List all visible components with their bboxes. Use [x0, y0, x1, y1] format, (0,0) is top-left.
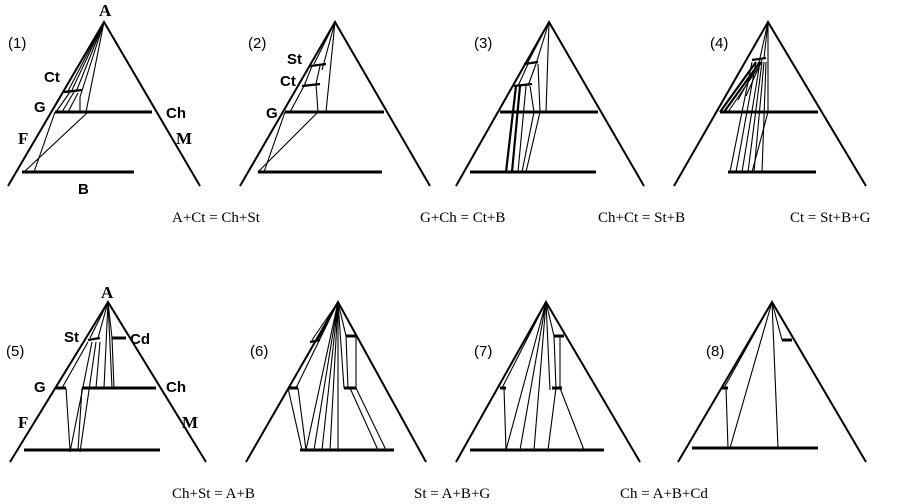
panel-4-tie-lines: [719, 21, 769, 173]
panel-5-label-ch: Ch: [166, 379, 186, 396]
panel-8-triangle: [677, 300, 867, 463]
panel-5-label-apex: A: [101, 283, 114, 302]
panel-1-label-ch: Ch: [166, 105, 186, 122]
reaction-1: A+Ct = Ch+St: [172, 210, 261, 226]
reaction-7: Ch = A+B+Cd: [620, 486, 708, 502]
panel-2-label-ct: Ct: [280, 73, 296, 90]
panel-7-triangle: [455, 299, 641, 463]
panel-3-number: (3): [474, 35, 492, 52]
panel-1-label-g: G: [34, 99, 46, 116]
panel-5-label-st: St: [64, 329, 79, 346]
panel-8-tie-lines: [723, 301, 783, 449]
reaction-3: Ch+Ct = St+B: [598, 210, 685, 226]
panel-5-tie-lines: [61, 301, 115, 453]
panel-7: (7): [455, 299, 641, 463]
panel-7-tie-lines: [501, 301, 585, 451]
panel-4: (4): [673, 20, 867, 187]
panel-6-number: (6): [250, 343, 268, 360]
panel-2-label-st: St: [287, 51, 302, 68]
panel-2: (2) St Ct G: [239, 20, 431, 187]
reaction-4: Ct = St+B+G: [790, 210, 871, 226]
panel-6-tie-lines: [287, 301, 387, 451]
panel-3: (3): [455, 19, 645, 187]
panel-5-label-m: M: [182, 413, 198, 432]
panel-1-number: (1): [8, 35, 26, 52]
reaction-6: St = A+B+G: [414, 486, 490, 502]
panel-8-number: (8): [706, 343, 724, 360]
panel-7-number: (7): [474, 343, 492, 360]
panel-3-tie-lines: [504, 21, 550, 173]
panel-5-label-g: G: [34, 379, 46, 396]
panel-4-number: (4): [710, 35, 728, 52]
panel-1-label-apex: A: [99, 1, 112, 20]
panel-5-number: (5): [6, 343, 24, 360]
panel-2-tie-lines: [257, 21, 336, 173]
panel-1-label-ct: Ct: [44, 69, 60, 86]
panel-5-label-cd: Cd: [130, 331, 150, 348]
panel-2-number: (2): [248, 35, 266, 52]
panel-5: (5) A St Cd G Ch F M: [6, 283, 207, 463]
panel-6-triangle: [245, 299, 427, 463]
panel-5-label-f: F: [18, 413, 28, 432]
panel-1-label-m: M: [176, 129, 192, 148]
panel-6: (6): [245, 299, 427, 463]
panel-1-label-b: B: [78, 181, 89, 198]
reaction-5: Ch+St = A+B: [172, 486, 255, 502]
reaction-2: G+Ch = Ct+B: [420, 210, 505, 226]
panel-1: (1) A Ct G Ch F M B: [7, 1, 201, 198]
panel-1-tie-lines: [23, 21, 105, 173]
panel-2-label-g: G: [266, 105, 278, 122]
panel-1-label-f: F: [18, 129, 28, 148]
panel-8: (8): [677, 300, 867, 463]
panel-4-triangle: [673, 20, 867, 187]
